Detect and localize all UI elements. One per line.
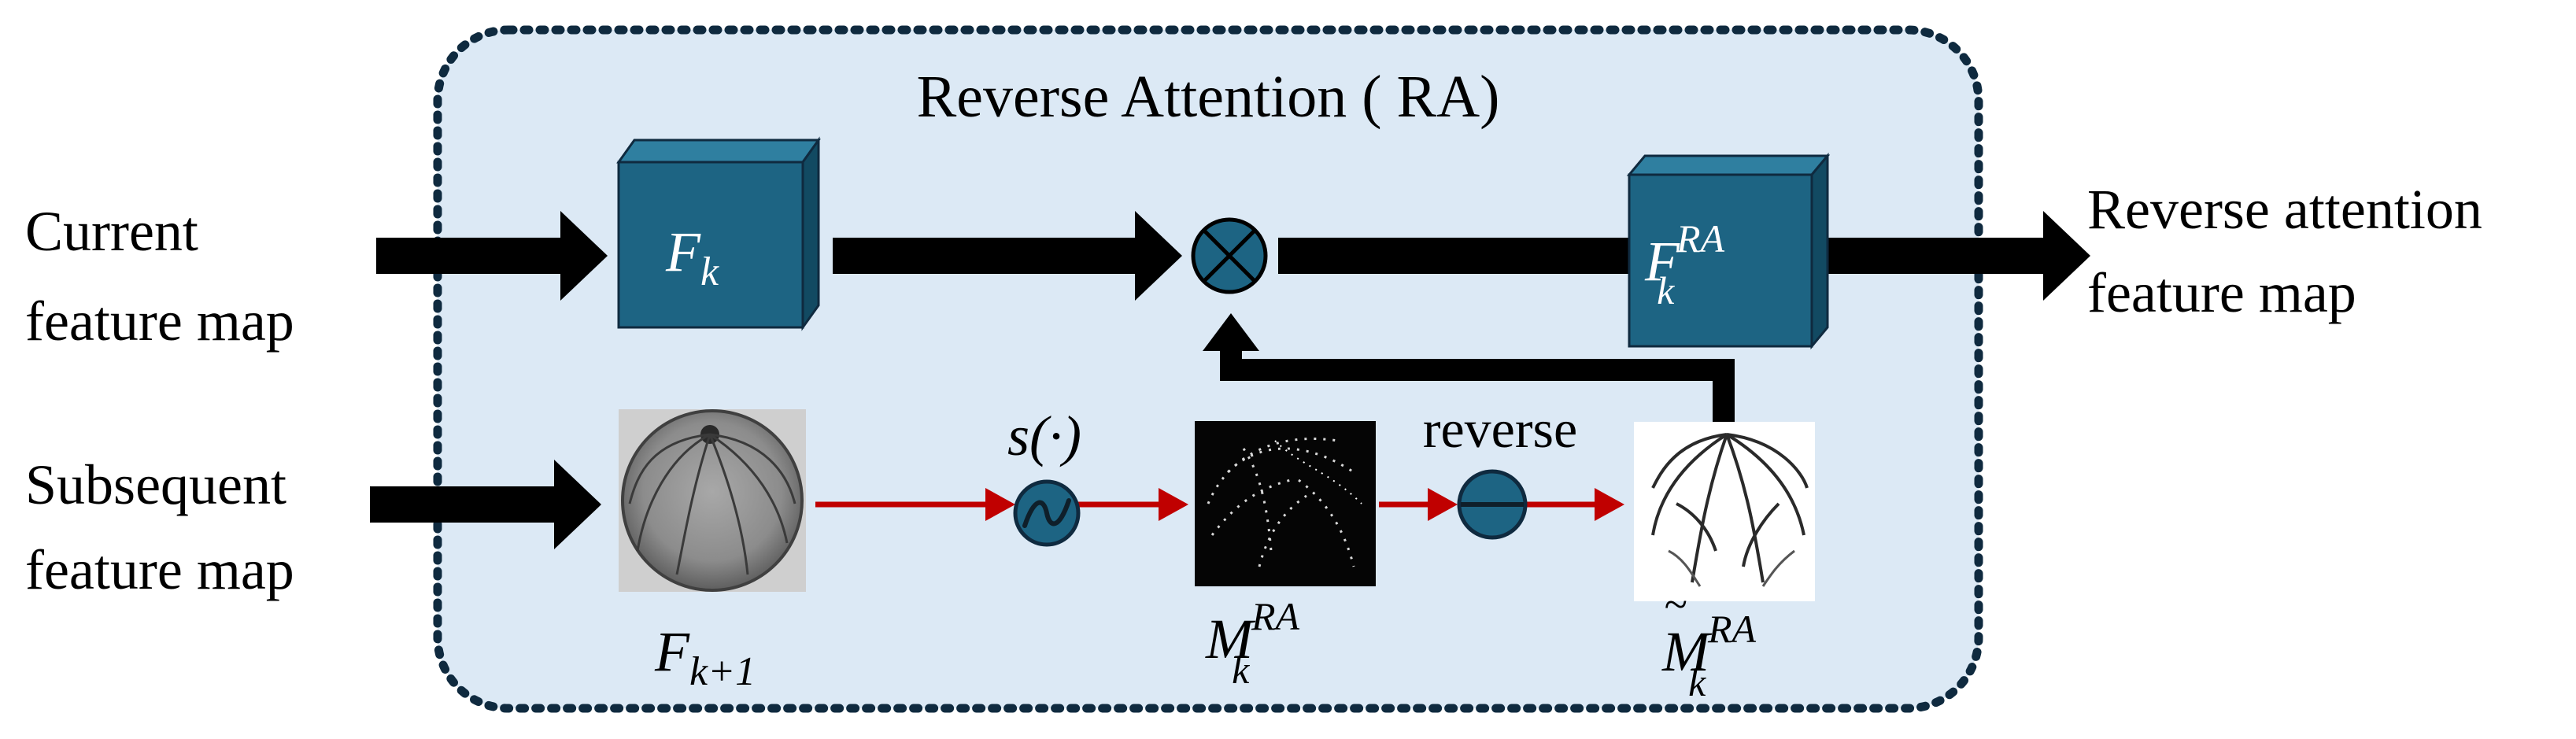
fk-label: Fk (665, 220, 719, 294)
mk-ra-reversed-feature-image (1634, 422, 1815, 601)
subsequent-feature-map-label: Subsequent feature map (25, 453, 301, 601)
sigmoid-wave-icon (1013, 479, 1081, 547)
ra-panel (433, 25, 1983, 713)
red-arrow-sigmoid-to-mk (1078, 488, 1188, 521)
ra-panel-title: Reverse Attention ( RA) (917, 64, 1500, 130)
sigmoid-label: s(·) (1007, 405, 1081, 467)
mk-ra-feature-image (1195, 421, 1376, 586)
output-label-line1: Reverse attention (2087, 178, 2482, 241)
tilde-accent: ~ (1664, 581, 1687, 628)
fk1-label: Fk+1 (654, 620, 756, 694)
output-label: Reverse attention feature map (2087, 178, 2497, 324)
subsequent-label-line2: feature map (25, 538, 294, 601)
subsequent-label-line1: Subsequent (25, 453, 286, 516)
feedback-arrow (1203, 313, 1735, 428)
arrow-subsequent-to-fk1 (370, 460, 601, 549)
arrow-current-to-fk (376, 211, 608, 301)
multiply-circle-icon (1191, 217, 1268, 294)
arrow-fkra-to-output (1828, 211, 2090, 301)
current-feature-map-label: Current feature map (25, 200, 294, 353)
current-label-line2: feature map (25, 290, 294, 353)
fk1-feature-image (619, 409, 806, 592)
red-arrow-fk1-to-sigmoid (815, 488, 1015, 521)
minus-circle-icon (1457, 469, 1528, 540)
output-label-line2: feature map (2087, 261, 2356, 324)
red-arrow-mk-to-reverse (1379, 488, 1458, 521)
line-multiply-to-fkra (1278, 238, 1631, 274)
arrow-fk-to-multiply (833, 211, 1182, 301)
current-label-line1: Current (25, 200, 198, 263)
fk-block: Fk (616, 136, 821, 331)
red-arrow-reverse-to-mkrev (1527, 488, 1624, 521)
reverse-label: reverse (1423, 399, 1577, 459)
